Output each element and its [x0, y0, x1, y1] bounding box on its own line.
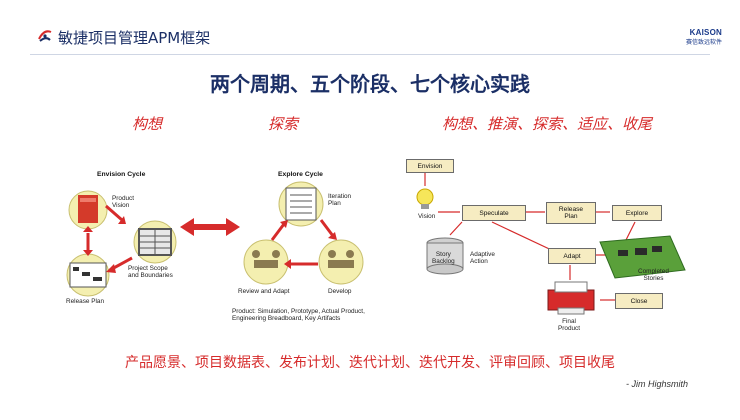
- flow-box-release-plan: Release Plan: [546, 202, 596, 224]
- explore-cycle-graphic: [243, 181, 364, 285]
- flow-box-adapt: Adapt: [548, 248, 596, 264]
- flow-box-explore: Explore: [612, 205, 662, 221]
- flow-adaptive-action: Adaptive Action: [470, 251, 495, 265]
- envision-cycle-title: Envision Cycle: [97, 171, 146, 178]
- envision-release-plan: Release Plan: [66, 298, 105, 305]
- explore-product-desc: Product: Simulation, Prototype, Actual P…: [232, 308, 365, 322]
- explore-iteration-plan: Iteration Plan: [328, 193, 352, 207]
- brand-logo: KAISON 赛信致远软件: [686, 28, 722, 46]
- core-practices: 产品愿景、项目数据表、发布计划、迭代计划、迭代开发、评审回顾、项目收尾: [125, 355, 615, 371]
- explore-develop: Develop: [328, 288, 352, 295]
- label-envision: 构想: [132, 115, 163, 133]
- flow-final-product: Final Product: [558, 318, 581, 332]
- flow-box-close: Close: [615, 293, 663, 309]
- envision-product-vision: Product Vision: [112, 195, 135, 209]
- flow-box-envision: Envision: [406, 159, 454, 173]
- double-arrow-icon: [180, 218, 240, 236]
- flow-box-speculate: Speculate: [462, 205, 526, 221]
- flow-story-backlog: Story Backlog: [432, 251, 455, 265]
- header-title: 敏捷项目管理APM框架: [58, 29, 211, 47]
- flow-vision-label: Vision: [418, 213, 436, 220]
- brand-name: KAISON: [689, 28, 722, 37]
- logo-swirl-icon: [38, 30, 52, 42]
- explore-review-adapt: Review and Adapt: [238, 288, 290, 295]
- label-phases: 构想、推演、探索、适应、收尾: [442, 115, 653, 133]
- brand-subtitle: 赛信致远软件: [685, 39, 722, 46]
- label-explore: 探索: [268, 115, 299, 133]
- phase-flow-graphic: [416, 172, 686, 315]
- credit-author: - Jim Highsmith: [625, 379, 688, 389]
- envision-scope: Project Scope and Boundaries: [128, 265, 173, 279]
- envision-cycle-graphic: [66, 190, 177, 297]
- header-divider: [30, 54, 710, 55]
- flow-completed-stories: Completed Stories: [638, 268, 669, 282]
- main-title: 两个周期、五个阶段、七个核心实践: [210, 72, 530, 96]
- explore-cycle-title: Explore Cycle: [278, 171, 323, 178]
